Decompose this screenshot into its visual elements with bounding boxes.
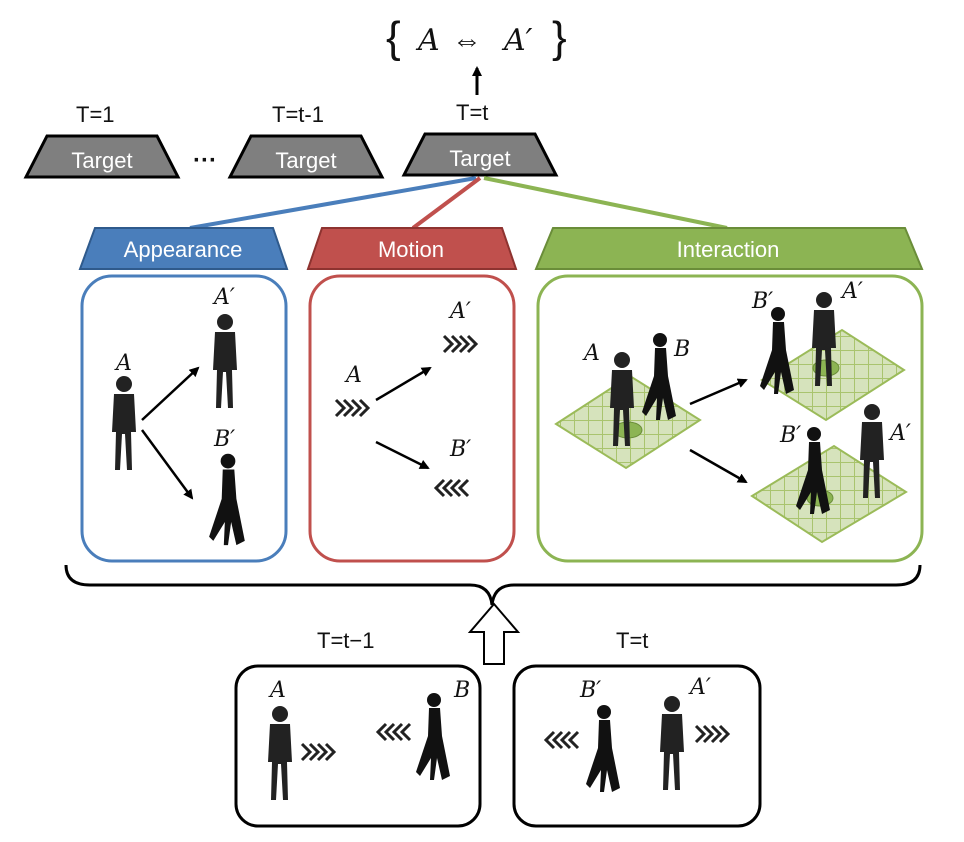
interaction-panel: A B B′ A′ B′ A′ — [536, 274, 924, 563]
formula-a-prime: A′ — [501, 23, 533, 58]
frame-current-b-prime-label: B′ — [579, 678, 601, 703]
frame-current-a-prime-label: A′ — [688, 675, 711, 700]
formula-a: A — [415, 23, 440, 58]
interaction-arrow-down — [689, 448, 748, 484]
target-label-3: Target — [449, 146, 510, 171]
frame-previous-b-label: B — [453, 678, 470, 703]
appearance-b-prime-label: B′ — [213, 427, 235, 452]
timeline-ellipsis: ··· — [193, 147, 217, 174]
interaction-b-prime-label-1: B′ — [751, 289, 773, 314]
motion-a-prime-label: A′ — [448, 299, 471, 324]
formula-equivalence: ⇔ — [452, 24, 482, 57]
grouping-brace — [64, 564, 922, 606]
bottom-right-time: T=t — [616, 628, 648, 653]
interaction-header-label: Interaction — [677, 237, 780, 262]
top-formula: { A ⇔ A′ } — [386, 13, 567, 62]
time-label-1: T=1 — [76, 102, 115, 127]
appearance-a-label: A — [114, 351, 132, 376]
target-label-2: Target — [275, 148, 336, 173]
target-block-2: Target — [227, 134, 385, 179]
connector-interaction — [483, 176, 728, 230]
appearance-header-label: Appearance — [124, 237, 243, 262]
motion-a-label: A — [344, 363, 362, 388]
formula-brace-left: { — [386, 13, 401, 62]
frame-current: B′ A′ — [512, 664, 762, 828]
motion-panel: A A′ B′ — [308, 274, 516, 563]
input-up-arrow — [467, 602, 521, 665]
appearance-a-prime-label: A′ — [212, 285, 235, 310]
appearance-panel: A A′ B′ — [80, 274, 288, 563]
appearance-header: Appearance — [78, 227, 289, 270]
target-block-1: Target — [23, 134, 181, 179]
target-label-1: Target — [71, 148, 132, 173]
motion-arrow-down — [375, 440, 430, 470]
interaction-arrow-up — [689, 378, 748, 406]
interaction-a-prime-label-1: A′ — [840, 279, 863, 304]
appearance-arrow-up — [141, 366, 200, 421]
interaction-header: Interaction — [534, 227, 924, 270]
connector-appearance — [189, 176, 477, 230]
frame-previous-a-label: A — [268, 678, 286, 703]
motion-header-label: Motion — [378, 237, 444, 262]
target-block-3: Target — [401, 132, 559, 177]
motion-header: Motion — [306, 227, 518, 270]
motion-arrow-up — [375, 366, 432, 402]
appearance-arrow-down — [140, 429, 194, 500]
interaction-a-prime-label-2: A′ — [888, 421, 911, 446]
motion-b-prime-label: B′ — [449, 437, 471, 462]
interaction-a-label: A — [582, 341, 600, 366]
interaction-b-prime-label-2: B′ — [779, 423, 801, 448]
frame-previous: A B — [234, 664, 482, 828]
time-label-3: T=t — [456, 100, 488, 125]
interaction-b-label: B — [673, 337, 690, 362]
bottom-left-time: T=t−1 — [317, 628, 374, 653]
time-label-2: T=t-1 — [272, 102, 324, 127]
formula-brace-right: } — [552, 13, 567, 62]
connector-motion — [411, 176, 482, 230]
